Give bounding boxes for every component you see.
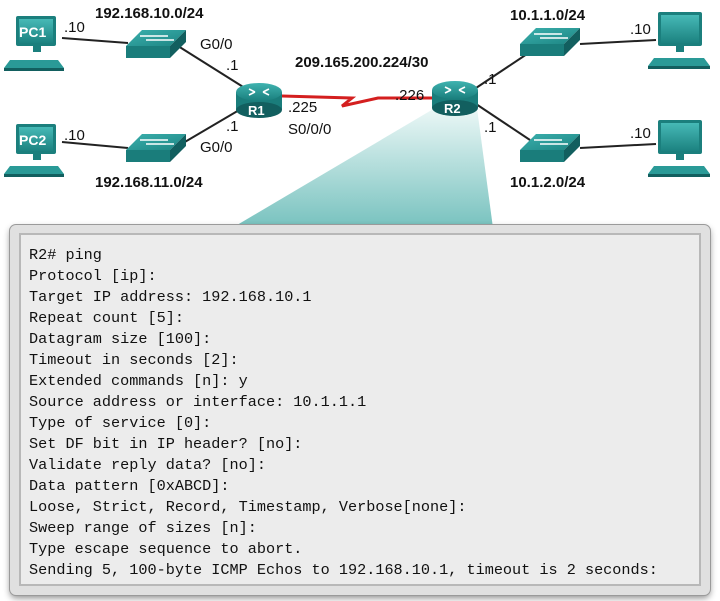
lan1-network-label: 192.168.10.0/24 — [95, 5, 204, 22]
serial-link-r1-r2 — [281, 94, 440, 108]
pc1-label: PC1 — [19, 24, 47, 40]
r1-serial-addr: .225 — [288, 99, 318, 116]
terminal-line: Target IP address: 192.168.10.1 — [29, 288, 312, 306]
terminal-line: Repeat count [5]: — [29, 309, 184, 327]
r2-upper-addr: .1 — [484, 71, 497, 88]
r2-serial-addr: .226 — [395, 87, 425, 104]
switch1-icon — [126, 30, 186, 58]
link-switch2-r1 — [177, 105, 247, 147]
terminal-line: Source address or interface: 10.1.1.1 — [29, 393, 367, 411]
pc4-computer-icon — [648, 120, 710, 177]
router-r1-name: R1 — [248, 103, 265, 118]
link-switch4-pc4 — [579, 143, 657, 149]
terminal-line: Type of service [0]: — [29, 414, 212, 432]
pc2-label: PC2 — [19, 132, 47, 148]
pc2-addr: .10 — [64, 127, 85, 144]
link-switch3-pc3 — [579, 39, 657, 45]
link-pc1-switch1 — [61, 37, 129, 44]
terminal-line: Datagram size [100]: — [29, 330, 212, 348]
router-r2-icon — [432, 81, 478, 116]
terminal-line: Validate reply data? [no]: — [29, 456, 266, 474]
lan3-network-label: 10.1.1.0/24 — [510, 7, 586, 24]
switch4-icon — [520, 134, 580, 162]
terminal-line: Timeout in seconds [2]: — [29, 351, 239, 369]
link-r2-switch4 — [475, 103, 531, 141]
terminal-line: Extended commands [n]: y — [29, 372, 248, 390]
link-pc2-switch2 — [61, 141, 129, 149]
terminal-line: Sending 5, 100-byte ICMP Echos to 192.16… — [29, 561, 658, 579]
r1-upper-interface-label: G0/0 — [200, 36, 233, 53]
pc4-addr: .10 — [630, 125, 651, 142]
lan2-network-label: 192.168.11.0/24 — [95, 174, 203, 191]
pc1-addr: .10 — [64, 19, 85, 36]
terminal-line: Sweep range of sizes [n]: — [29, 519, 257, 537]
wan-network-label: 209.165.200.224/30 — [295, 54, 429, 71]
router-r1-icon — [236, 83, 282, 118]
router-r2-name: R2 — [444, 101, 461, 116]
r1-lower-addr: .1 — [226, 118, 239, 135]
terminal-line: R2# ping — [29, 246, 102, 264]
r2-callout-wedge — [232, 108, 493, 228]
terminal-line: Protocol [ip]: — [29, 267, 157, 285]
r1-serial-interface-label: S0/0/0 — [288, 121, 332, 138]
pc3-computer-icon — [648, 12, 710, 69]
pc1-computer-icon — [4, 16, 64, 71]
terminal-line: Data pattern [0xABCD]: — [29, 477, 230, 495]
lan4-network-label: 10.1.2.0/24 — [510, 174, 586, 191]
terminal-line: Type escape sequence to abort. — [29, 540, 303, 558]
terminal-line: Loose, Strict, Record, Timestamp, Verbos… — [29, 498, 467, 516]
r2-lower-addr: .1 — [484, 119, 497, 136]
link-switch1-r1 — [177, 45, 249, 91]
terminal-line: Set DF bit in IP header? [no]: — [29, 435, 303, 453]
link-r2-switch3 — [475, 51, 531, 89]
r1-upper-addr: .1 — [226, 57, 239, 74]
switch2-icon — [126, 134, 186, 162]
pc3-addr: .10 — [630, 21, 651, 38]
r1-lower-interface-label: G0/0 — [200, 139, 233, 156]
pc2-computer-icon — [4, 124, 64, 177]
switch3-icon — [520, 28, 580, 56]
